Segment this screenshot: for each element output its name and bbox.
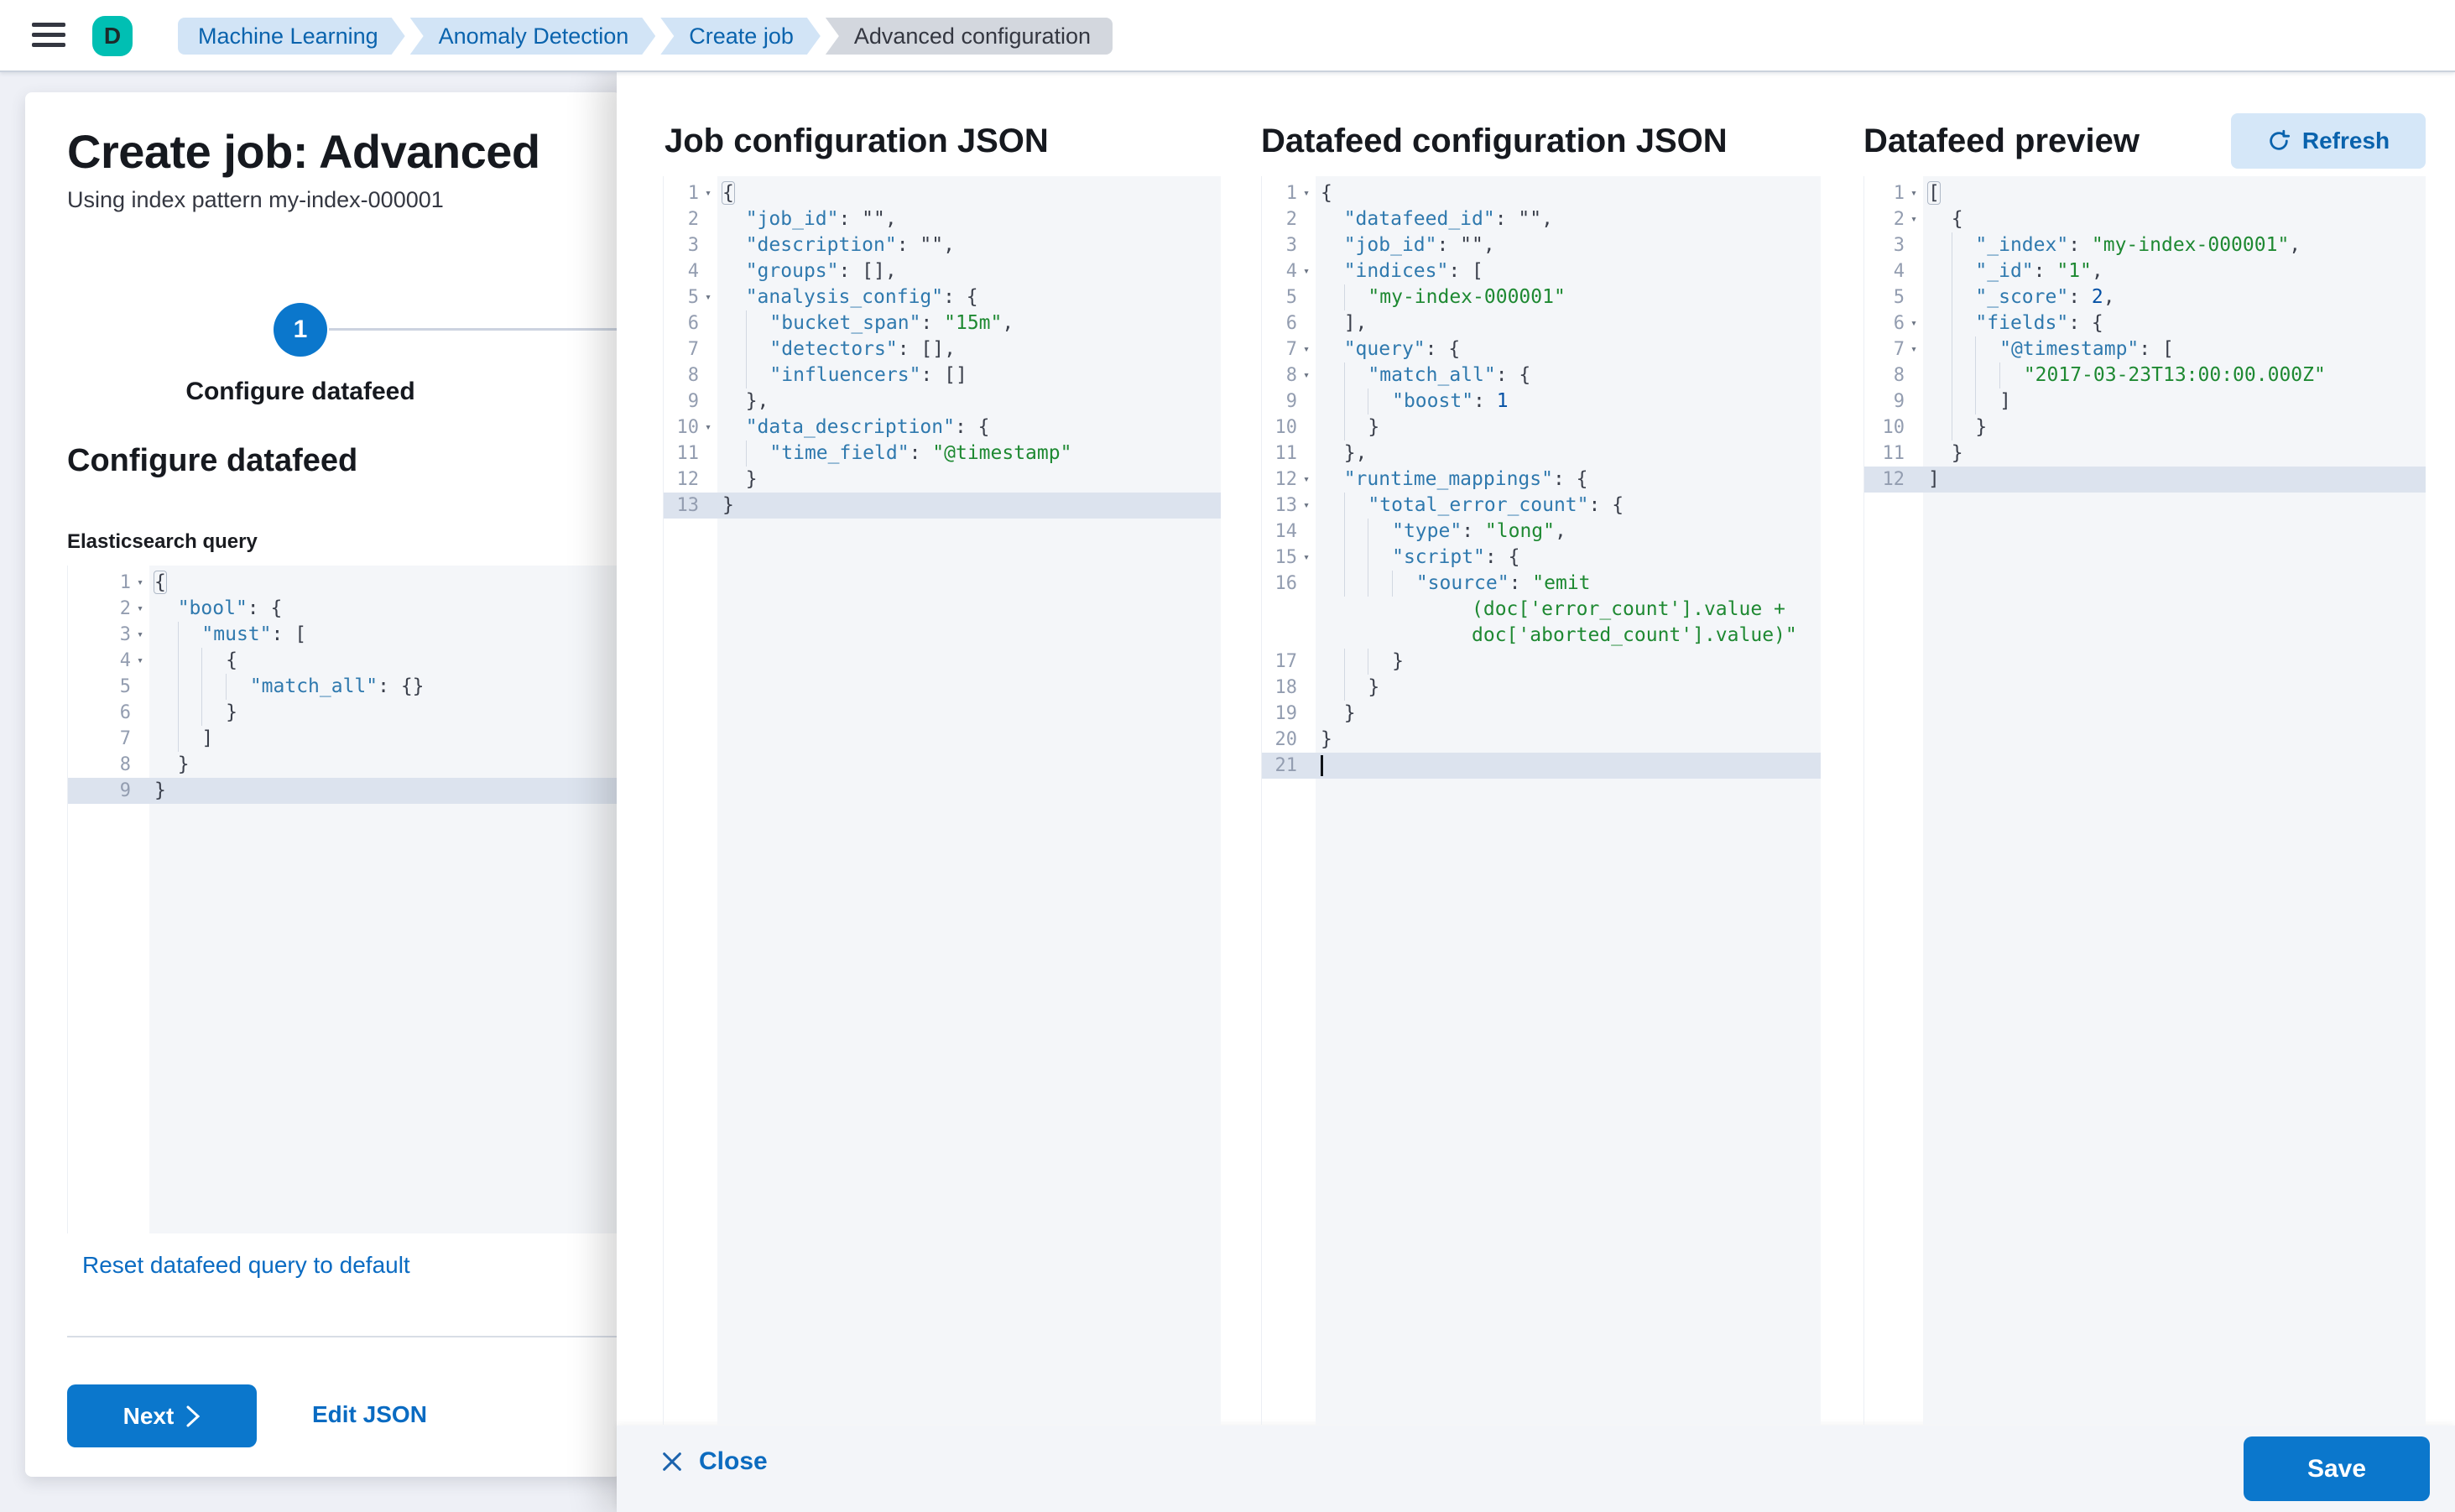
code-line[interactable]: 7 "detectors": [], [664, 336, 1221, 362]
code-line[interactable]: 14 "type": "long", [1262, 519, 1821, 545]
code-line[interactable]: 2 "datafeed_id": "", [1285, 208, 1553, 230]
step-1-indicator[interactable]: 1 [274, 303, 327, 357]
code-line[interactable]: 12 } [676, 468, 758, 490]
code-line[interactable]: 8▾ "match_all": { [1262, 362, 1821, 388]
hamburger-menu-icon[interactable] [32, 23, 65, 50]
code-line[interactable]: 4 "_id": "1", [1864, 258, 2426, 284]
code-line[interactable]: 1▾[ [1893, 181, 1941, 205]
create-job-panel: Create job: Advanced Using index pattern… [25, 92, 621, 1477]
code-line[interactable]: (doc['error_count'].value + [1472, 598, 1785, 620]
code-line[interactable]: 9 ] [1864, 388, 2426, 414]
code-line[interactable]: 2 "job_id": "", [687, 208, 897, 230]
code-line[interactable]: 1▾{ [687, 181, 735, 205]
code-line[interactable]: 7 ] [68, 726, 621, 752]
code-line[interactable]: 13} [664, 493, 1221, 519]
code-line[interactable]: 9} [68, 778, 621, 804]
job-config-title: Job configuration JSON [665, 123, 1049, 159]
code-line[interactable]: 2▾ { [1893, 208, 1963, 230]
index-pattern-subtitle: Using index pattern my-index-000001 [67, 187, 444, 212]
edit-json-link[interactable]: Edit JSON [312, 1401, 427, 1427]
chevron-right-icon [186, 1405, 201, 1426]
code-line[interactable]: 2▾ "bool": { [119, 597, 283, 619]
advanced-json-flyout: Job configuration JSON Datafeed configur… [617, 72, 2455, 1512]
code-line[interactable]: 4 "groups": [], [687, 260, 897, 282]
code-line[interactable]: 15▾ "script": { [1262, 545, 1821, 571]
code-line[interactable]: 6 } [68, 700, 621, 726]
elasticsearch-query-editor[interactable]: 1▾{ 2▾ "bool": { 3▾ "must": [4▾ {5 "match_… [67, 566, 621, 1233]
code-line[interactable]: 5 "_score": 2, [1864, 284, 2426, 310]
step-1-label: Configure datafeed [185, 378, 415, 405]
refresh-icon [2270, 129, 2290, 150]
divider [67, 1336, 621, 1337]
code-line[interactable]: 10 } [1864, 414, 2426, 441]
page-title: Create job: Advanced [67, 125, 540, 178]
reset-datafeed-query-link[interactable]: Reset datafeed query to default [82, 1252, 410, 1278]
code-line[interactable]: 5 "my-index-000001" [1262, 284, 1821, 310]
code-line[interactable]: 3▾ "must": [ [68, 622, 621, 648]
code-line[interactable]: 10 } [1262, 414, 1821, 441]
code-line[interactable]: 4▾ "indices": [ [1285, 260, 1483, 282]
datafeed-preview-editor[interactable]: 1▾[ 2▾ {3 "_index": "my-index-000001",4 "… [1863, 176, 2426, 1425]
code-line[interactable]: 18 } [1262, 675, 1821, 701]
code-line[interactable]: 6 "bucket_span": "15m", [664, 310, 1221, 336]
datafeed-preview-title: Datafeed preview [1863, 123, 2140, 159]
code-line[interactable]: 8 } [119, 753, 190, 775]
close-icon [663, 1452, 681, 1471]
code-line[interactable]: 13▾ "total_error_count": { [1262, 493, 1821, 519]
code-line[interactable]: 1▾{ [1285, 182, 1332, 204]
code-line[interactable]: 7▾ "query": { [1285, 338, 1461, 360]
avatar[interactable]: D [92, 16, 133, 56]
code-line[interactable]: 8 "influencers": [] [664, 362, 1221, 388]
code-line[interactable]: doc['aborted_count'].value)" [1472, 624, 1797, 646]
code-line[interactable]: 12] [1864, 467, 2426, 493]
code-line[interactable]: 3 "description": "", [687, 234, 955, 256]
breadcrumb-create-job[interactable]: Create job [660, 18, 821, 55]
close-button-label: Close [699, 1447, 768, 1475]
code-line[interactable]: 5▾ "analysis_config": { [687, 286, 978, 308]
step-progress-line [329, 328, 621, 331]
code-line[interactable]: 8 "2017-03-23T13:00:00.000Z" [1864, 362, 2426, 388]
elasticsearch-query-label: Elasticsearch query [67, 530, 258, 553]
breadcrumb: Machine Learning Anomaly Detection Creat… [178, 18, 1113, 55]
code-line[interactable]: 10▾ "data_description": { [676, 416, 990, 438]
code-line[interactable]: 20} [1274, 728, 1332, 750]
code-line[interactable]: 19 } [1274, 702, 1356, 724]
code-line[interactable]: 16 "source": "emit [1262, 571, 1821, 597]
job-config-editor[interactable]: 1▾{ 2 "job_id": "", 3 "description": "", 4 … [663, 176, 1221, 1425]
code-line[interactable]: 9 "boost": 1 [1262, 388, 1821, 414]
code-line[interactable]: 11 } [1882, 442, 1963, 464]
close-button[interactable]: Close [660, 1447, 768, 1476]
next-button-label: Next [122, 1402, 175, 1429]
configure-datafeed-heading: Configure datafeed [67, 443, 358, 478]
code-line[interactable]: 11 "time_field": "@timestamp" [664, 441, 1221, 467]
code-line[interactable]: 5 "match_all": {} [68, 674, 621, 700]
code-line[interactable]: 12▾ "runtime_mappings": { [1274, 468, 1588, 490]
code-line[interactable]: 1▾{ [119, 571, 167, 594]
code-line[interactable]: 6 ], [1285, 312, 1368, 334]
code-line[interactable]: 7▾ "@timestamp": [ [1864, 336, 2426, 362]
code-line[interactable]: 17 } [1262, 649, 1821, 675]
code-line[interactable]: 9 }, [687, 390, 769, 412]
save-button[interactable]: Save [2244, 1436, 2430, 1501]
breadcrumb-anomaly-detection[interactable]: Anomaly Detection [410, 18, 656, 55]
next-button[interactable]: Next [67, 1384, 257, 1447]
refresh-button-label: Refresh [2301, 128, 2390, 154]
code-line[interactable]: 3 "_index": "my-index-000001", [1864, 232, 2426, 258]
code-line[interactable]: 3 "job_id": "", [1285, 234, 1495, 256]
datafeed-config-title: Datafeed configuration JSON [1261, 123, 1728, 159]
flyout-footer: Close Save [617, 1426, 2455, 1512]
refresh-button[interactable]: Refresh [2231, 113, 2426, 169]
breadcrumb-machine-learning[interactable]: Machine Learning [178, 18, 405, 55]
datafeed-config-editor[interactable]: 1▾{ 2 "datafeed_id": "", 3 "job_id": "", 4▾… [1261, 176, 1821, 1425]
code-line[interactable]: 4▾ { [68, 648, 621, 674]
code-line[interactable]: 6▾ "fields": { [1864, 310, 2426, 336]
breadcrumb-current-page: Advanced configuration [825, 18, 1113, 55]
code-line[interactable]: 11 }, [1274, 442, 1368, 464]
top-header: D Machine Learning Anomaly Detection Cre… [0, 0, 2455, 72]
code-line[interactable]: 21 [1262, 753, 1821, 779]
